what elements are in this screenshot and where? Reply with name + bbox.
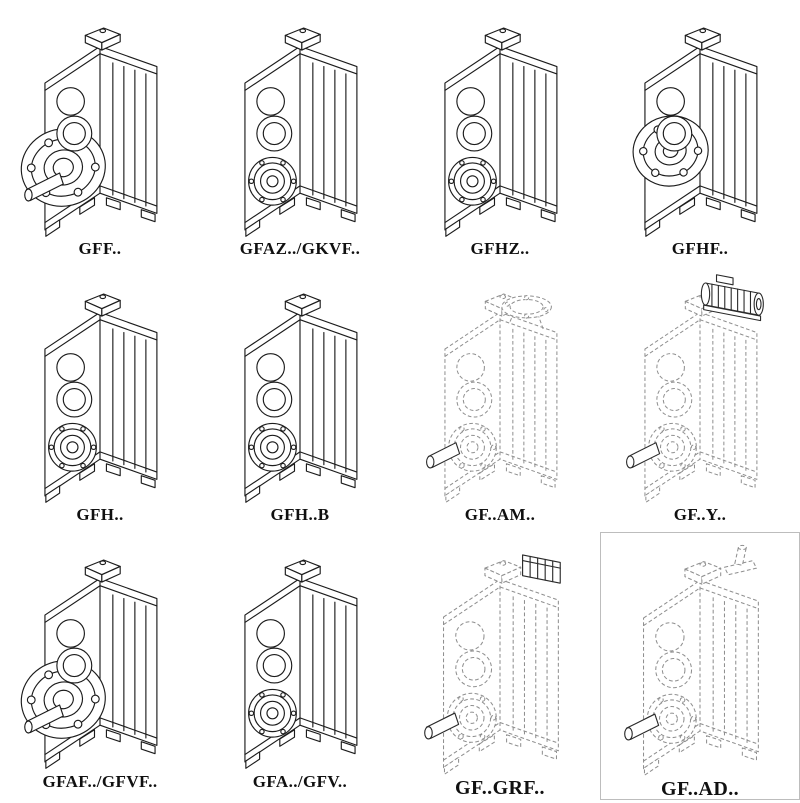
catalog-cell-gfa-gfv: GFA../GFV..	[200, 532, 400, 800]
motor-mounted-gearbox-drawing	[626, 274, 764, 503]
hollow-shaft-gearbox-drawing	[444, 27, 558, 237]
flange-gearbox-drawing	[12, 559, 158, 769]
hollow-shaft-gearbox-drawing	[44, 293, 158, 503]
model-label: GF..AM..	[464, 505, 536, 524]
adapter-flange-gearbox-drawing	[426, 293, 558, 503]
catalog-cell-gfh: GFH..	[0, 266, 200, 532]
model-label: GF..AD..	[660, 778, 740, 800]
catalog-cell-gfhf: GFHF..	[600, 0, 800, 266]
input-adapter-gearbox-drawing	[424, 554, 561, 775]
flange-gearbox-drawing	[12, 27, 158, 237]
shaft-mounted-gearbox-drawing	[244, 27, 358, 237]
model-label: GFHF..	[671, 239, 729, 258]
model-label: GFA../GFV..	[252, 772, 348, 791]
catalog-cell-gfaf-gfvf: GFAF../GFVF..	[0, 532, 200, 800]
catalog-cell-gf-y: GF..Y..	[600, 266, 800, 532]
catalog-cell-gf-grf: GF..GRF..	[400, 532, 600, 800]
catalog-cell-gf-am: GF..AM..	[400, 266, 600, 532]
hollow-shaft-gearbox-drawing	[244, 293, 358, 503]
model-label: GF..Y..	[673, 505, 727, 524]
model-label: GFAF../GFVF..	[42, 772, 158, 791]
catalog-cell-gfaz-gkvf: GFAZ../GKVF..	[200, 0, 400, 266]
catalog-cell-gff: GFF..	[0, 0, 200, 266]
catalog-cell-gfh-b: GFH..B	[200, 266, 400, 532]
flange-gearbox-drawing	[625, 27, 758, 237]
input-shaft-adapter-gearbox-drawing	[624, 544, 759, 776]
model-label: GFAZ../GKVF..	[239, 239, 361, 258]
catalog-cell-gfhz: GFHZ..	[400, 0, 600, 266]
model-label: GFHZ..	[470, 239, 530, 258]
catalog-cell-gf-ad: GF..AD..	[600, 532, 800, 800]
model-label: GFH..	[76, 505, 124, 524]
model-label: GFH..B	[270, 505, 330, 524]
model-label: GF..GRF..	[455, 777, 545, 799]
model-label: GFF..	[78, 239, 122, 258]
shaft-mounted-gearbox-drawing	[244, 559, 358, 769]
